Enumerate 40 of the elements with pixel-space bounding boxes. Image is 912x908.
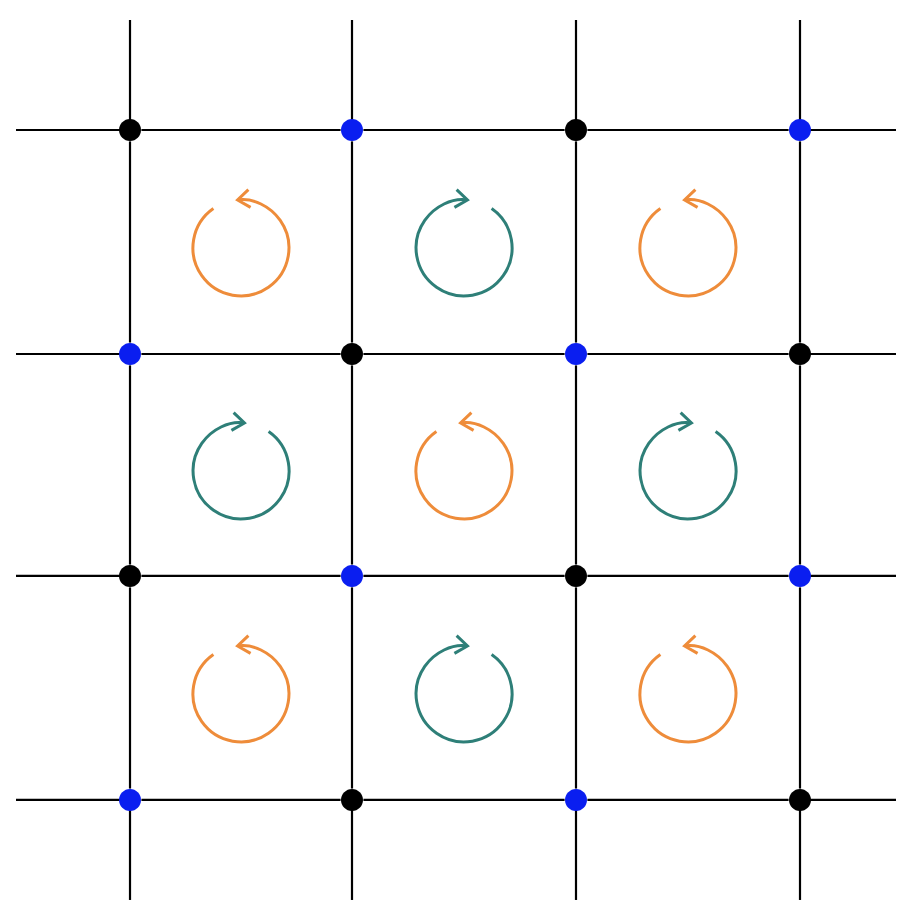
grid-line <box>363 574 565 578</box>
grid-line <box>350 587 354 789</box>
lattice-dot <box>119 119 141 141</box>
lattice-dot <box>565 119 587 141</box>
grid-line <box>363 352 565 356</box>
grid-line <box>587 798 789 802</box>
grid-line <box>798 141 802 343</box>
grid-line <box>587 128 789 132</box>
grid-line <box>587 352 789 356</box>
grid-line <box>128 365 132 565</box>
grid-line <box>574 141 578 343</box>
lattice-dot <box>341 343 363 365</box>
lattice-dot <box>565 343 587 365</box>
lattice-dot <box>119 343 141 365</box>
lattice-dot <box>119 564 141 587</box>
lattice-dot <box>789 119 811 141</box>
grid-line <box>350 141 354 343</box>
grid-line <box>363 128 565 132</box>
grid-line <box>141 352 341 356</box>
lattice-dot <box>565 564 587 587</box>
grid-line <box>128 587 132 789</box>
lattice-dot <box>789 564 811 587</box>
grid-line <box>574 587 578 789</box>
lattice-dot <box>789 788 811 811</box>
lattice-dot <box>341 119 363 141</box>
grid-line <box>798 587 802 789</box>
lattice-dot <box>119 788 141 811</box>
grid-line <box>350 365 354 565</box>
grid-line <box>798 365 802 565</box>
grid-line <box>574 365 578 565</box>
lattice-dot <box>789 343 811 365</box>
grid-line <box>141 128 341 132</box>
lattice-dot <box>341 788 363 811</box>
grid-line <box>587 574 789 578</box>
grid-line <box>141 798 341 802</box>
lattice-dot <box>565 788 587 811</box>
grid-line <box>363 798 565 802</box>
grid-line <box>141 574 341 578</box>
grid-line <box>128 141 132 343</box>
lattice-dot <box>341 564 363 587</box>
